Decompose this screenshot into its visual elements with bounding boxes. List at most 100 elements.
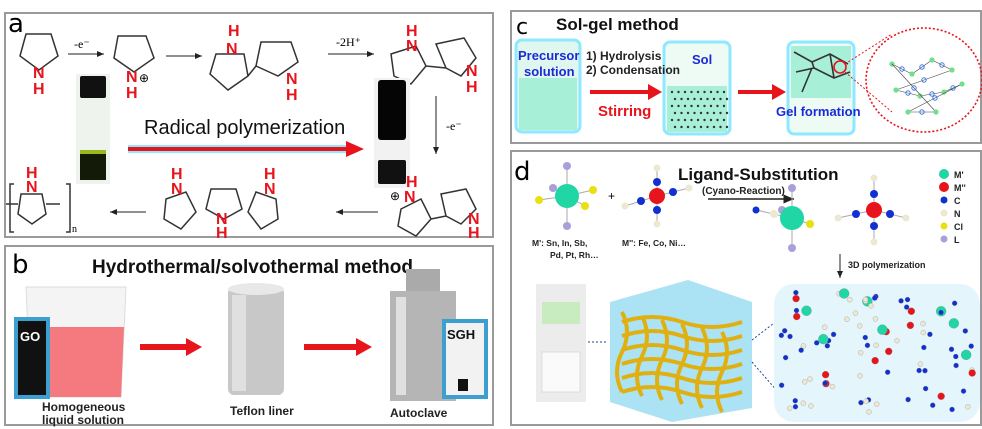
atom-h: H — [468, 225, 480, 240]
sol-particle — [703, 104, 706, 108]
atom — [770, 210, 778, 218]
network-atom — [930, 402, 936, 408]
sol-particle — [690, 90, 693, 94]
atom — [752, 206, 760, 214]
sol-particle — [673, 97, 677, 101]
plus-sign: + — [608, 189, 615, 203]
sol-particle — [706, 125, 709, 129]
atom-n: N — [468, 211, 480, 228]
metal-atom — [866, 202, 882, 218]
sol-particle — [686, 111, 690, 115]
m-double-prime-complex — [621, 164, 693, 228]
metal-atom — [555, 184, 579, 208]
silica-network — [889, 57, 965, 115]
polymerization-label: 3D polymerization — [848, 260, 926, 270]
network-atom — [948, 346, 955, 352]
sol-particle — [722, 104, 726, 108]
network-zoom-ellipse — [865, 27, 982, 133]
atom — [563, 162, 571, 170]
sol-particle — [709, 104, 713, 108]
atom-h: H — [466, 79, 478, 96]
precursor-beaker — [514, 38, 582, 134]
atom-h: H — [264, 166, 276, 183]
reaction-label: (Cyano-Reaction) — [702, 186, 785, 197]
panel-letter: d — [514, 157, 531, 187]
oxygen-atom — [921, 77, 927, 83]
3d-coordination-network — [774, 284, 980, 422]
atom — [653, 178, 661, 186]
legend-label: L — [954, 235, 960, 245]
sol-particle — [725, 97, 729, 101]
terpyrrole — [163, 188, 279, 230]
panel-title: Hydrothermal/solvothermal method — [92, 257, 413, 278]
oxygen-atom — [911, 85, 917, 91]
network-atom — [829, 383, 836, 390]
atom-n: N — [171, 181, 183, 198]
sol-particle — [712, 125, 716, 129]
sol-particle — [673, 111, 677, 115]
sol-particle — [716, 118, 719, 122]
atom — [886, 210, 894, 218]
red-arrow — [140, 338, 202, 356]
m-prime-metals: Pd, Pt, Rh… — [550, 250, 599, 260]
legend-label: N — [954, 209, 961, 219]
sol-particle — [709, 118, 713, 122]
atom — [788, 244, 796, 252]
panel-letter: a — [8, 14, 24, 39]
network-atom — [872, 316, 879, 322]
panel-title: Ligand-Substitution — [678, 165, 839, 184]
network-atom — [862, 296, 869, 303]
network-atom — [793, 312, 801, 321]
sol-particle — [696, 90, 700, 94]
charge-plus: ⊕ — [139, 71, 149, 85]
network-atom — [968, 369, 976, 377]
framework-strut — [621, 343, 743, 357]
oxygen-atom — [919, 64, 925, 70]
silicon-atom — [949, 67, 955, 73]
network-atom — [857, 373, 863, 379]
subscript-n: n — [72, 224, 77, 235]
network-atom — [830, 331, 837, 338]
sol-particle — [719, 97, 722, 101]
atom-h: H — [406, 23, 418, 40]
network-atom — [920, 320, 926, 327]
bond — [931, 59, 953, 71]
step-label: 1) Hydrolysis — [586, 49, 662, 63]
caption: Teflon liner — [230, 404, 294, 418]
framework-strut — [715, 331, 729, 413]
network-atom — [844, 316, 850, 322]
framework-strut — [635, 315, 649, 397]
atom-n: N — [404, 189, 416, 206]
atom — [653, 220, 661, 228]
sol-particle — [693, 97, 696, 101]
stirring-label: Stirring — [598, 103, 651, 120]
silicon-atom — [959, 81, 965, 87]
sol-beaker — [662, 40, 732, 136]
sgh-label: SGH — [447, 327, 475, 342]
network-atom — [808, 403, 814, 409]
atom — [669, 188, 677, 196]
bond — [891, 63, 913, 75]
network-atom — [858, 400, 864, 406]
network-atom — [864, 342, 871, 349]
beaker-label: Gel formation — [776, 104, 861, 119]
m-double-prime-metals: M'': Fe, Co, Ni… — [622, 238, 686, 248]
oxygen-atom — [919, 109, 925, 115]
network-atom — [937, 392, 945, 400]
radical-polymerization-label: Radical polymerization — [144, 117, 345, 139]
go-label: GO — [20, 329, 40, 344]
zoom-line — [844, 33, 893, 65]
go-vial-photo: GO — [14, 317, 50, 399]
panel-c-scheme: c Sol-gel method Precursor solution Stir… — [514, 15, 982, 136]
sol-particle — [670, 104, 674, 108]
panel-letter: b — [12, 250, 29, 280]
link-arrow — [751, 361, 779, 393]
bond — [895, 89, 921, 97]
red-arrow — [590, 84, 662, 100]
bond — [919, 91, 945, 97]
atom — [685, 184, 693, 192]
bond — [907, 83, 963, 113]
legend-label: Cl — [954, 222, 963, 232]
network-atom — [852, 310, 859, 316]
network-atom — [917, 361, 924, 367]
